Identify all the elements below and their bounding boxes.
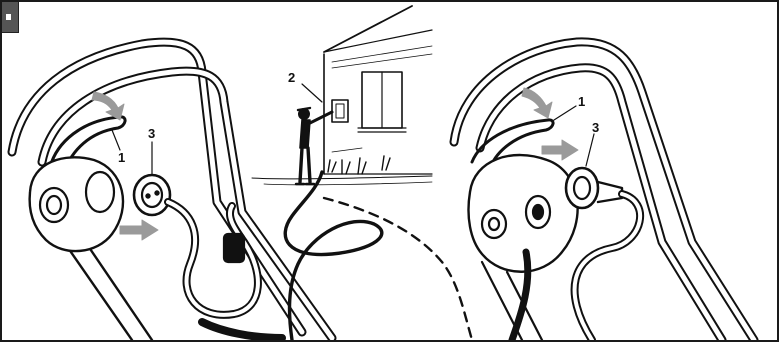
curved-arrow-icon	[91, 91, 125, 121]
right-cable-hook	[470, 118, 555, 170]
right-arrow-icon	[541, 139, 579, 161]
left-plug	[132, 173, 172, 217]
left-cable-clip	[222, 232, 246, 264]
left-socket-face	[84, 170, 116, 214]
middle-outlet-leader	[301, 83, 323, 103]
right-cable	[570, 190, 644, 340]
right-panel: 1 3	[449, 37, 759, 340]
right-plug	[564, 166, 600, 210]
middle-panel: 2	[251, 5, 474, 340]
corner-tab	[2, 2, 19, 33]
outlet-box	[331, 99, 349, 123]
callout-middle-outlet: 2	[288, 70, 295, 85]
left-hook-leader	[111, 129, 121, 151]
extension-cable	[283, 170, 384, 340]
curved-arrow-icon	[521, 87, 553, 119]
right-housing-knob	[480, 208, 508, 240]
house-roof	[323, 5, 413, 53]
right-plug-leader	[585, 133, 595, 167]
left-handle-second-inner	[39, 68, 335, 340]
right-arrow-icon	[119, 219, 159, 241]
left-motor-housing	[28, 156, 125, 253]
left-housing-knob	[38, 186, 70, 224]
callout-right-plug: 3	[592, 120, 599, 135]
garden-plants	[327, 155, 391, 175]
dashed-cable-route	[322, 196, 474, 340]
left-panel: 1 3	[7, 37, 337, 340]
callout-right-hook: 1	[578, 94, 585, 109]
right-hook-leader	[553, 105, 577, 121]
callout-left-plug: 3	[148, 126, 155, 141]
right-motor-housing	[467, 153, 579, 273]
left-handle-outer-inner	[9, 39, 305, 335]
left-cable-hook	[48, 115, 127, 174]
callout-left-hook: 1	[118, 150, 125, 165]
house-roof-edge	[323, 29, 433, 53]
person-figure	[294, 106, 334, 186]
